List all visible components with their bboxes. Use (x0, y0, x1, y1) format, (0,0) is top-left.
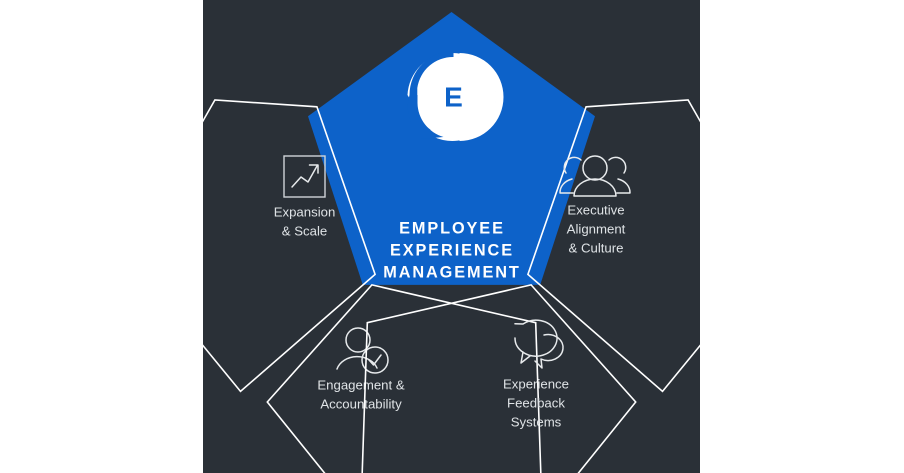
logo-letter-plate (438, 81, 469, 113)
bottom-right-pentagon-shape (361, 284, 637, 473)
executive-alignment-label-line-3: & Culture (569, 240, 624, 255)
experience-feedback-label-line-1: Experience (503, 376, 569, 391)
pentagon-rosette-diagram: E Expansion & Scale (203, 12, 700, 473)
logo-body-shape (459, 53, 504, 141)
speech-bubble-e-logo: E (407, 51, 504, 141)
people-icon-body-center (573, 178, 617, 197)
bottom-left-pentagon-shape (266, 284, 542, 473)
expansion-scale-label-line-2: & Scale (282, 223, 327, 238)
right-pentagon-shape (526, 99, 700, 393)
people-icon-body-left (559, 178, 574, 194)
node-executive-alignment-culture[interactable]: Executive Alignment & Culture (526, 99, 700, 393)
node-expansion-scale[interactable]: Expansion & Scale (203, 99, 377, 393)
chart-icon-arrowhead (308, 164, 319, 174)
people-group-icon (559, 155, 631, 197)
expansion-scale-label-line-1: Expansion (274, 204, 336, 219)
left-pentagon-shape (203, 99, 377, 393)
chart-icon-line (291, 165, 318, 188)
top-pentagon-shape (308, 12, 595, 285)
logo-notch (409, 51, 454, 95)
logo-crescent-cut (407, 95, 444, 139)
chat-bubbles-icon (514, 319, 564, 369)
diagram-panel: E Expansion & Scale (203, 0, 700, 473)
person-check-icon (336, 327, 389, 374)
logo-letter-e: E (444, 82, 463, 113)
node-experience-feedback-systems[interactable]: Experience Feedback Systems (361, 284, 637, 473)
chat-bubbles-icon-large (514, 319, 558, 364)
node-top-brand[interactable]: E (308, 12, 595, 285)
trending-up-chart-icon (283, 155, 326, 198)
people-icon-head-center (582, 155, 608, 181)
experience-feedback-label-line-2: Feedback (507, 395, 565, 410)
center-title-group: EMPLOYEE EXPERIENCE MANAGEMENT (383, 219, 520, 281)
person-check-icon-checkmark (368, 354, 382, 366)
chart-icon-frame (283, 155, 326, 198)
executive-alignment-label-line-1: Executive (567, 202, 624, 217)
center-title-line-3: MANAGEMENT (383, 263, 520, 281)
engagement-accountability-label-line-1: Engagement & (317, 377, 404, 392)
person-check-icon-head (345, 327, 371, 353)
people-icon-head-left (563, 156, 582, 174)
engagement-accountability-label-line-2: Accountability (320, 396, 402, 411)
executive-alignment-label-line-2: Alignment (567, 221, 626, 236)
center-title-line-2: EXPERIENCE (390, 241, 514, 259)
node-engagement-accountability[interactable]: Engagement & Accountability (266, 284, 542, 473)
people-icon-head-right (608, 156, 627, 174)
experience-feedback-label-line-3: Systems (511, 414, 562, 429)
center-title-line-1: EMPLOYEE (399, 219, 505, 237)
chat-bubbles-icon-small (534, 333, 564, 369)
people-icon-body-right (616, 178, 631, 194)
person-check-icon-badge (361, 346, 389, 374)
